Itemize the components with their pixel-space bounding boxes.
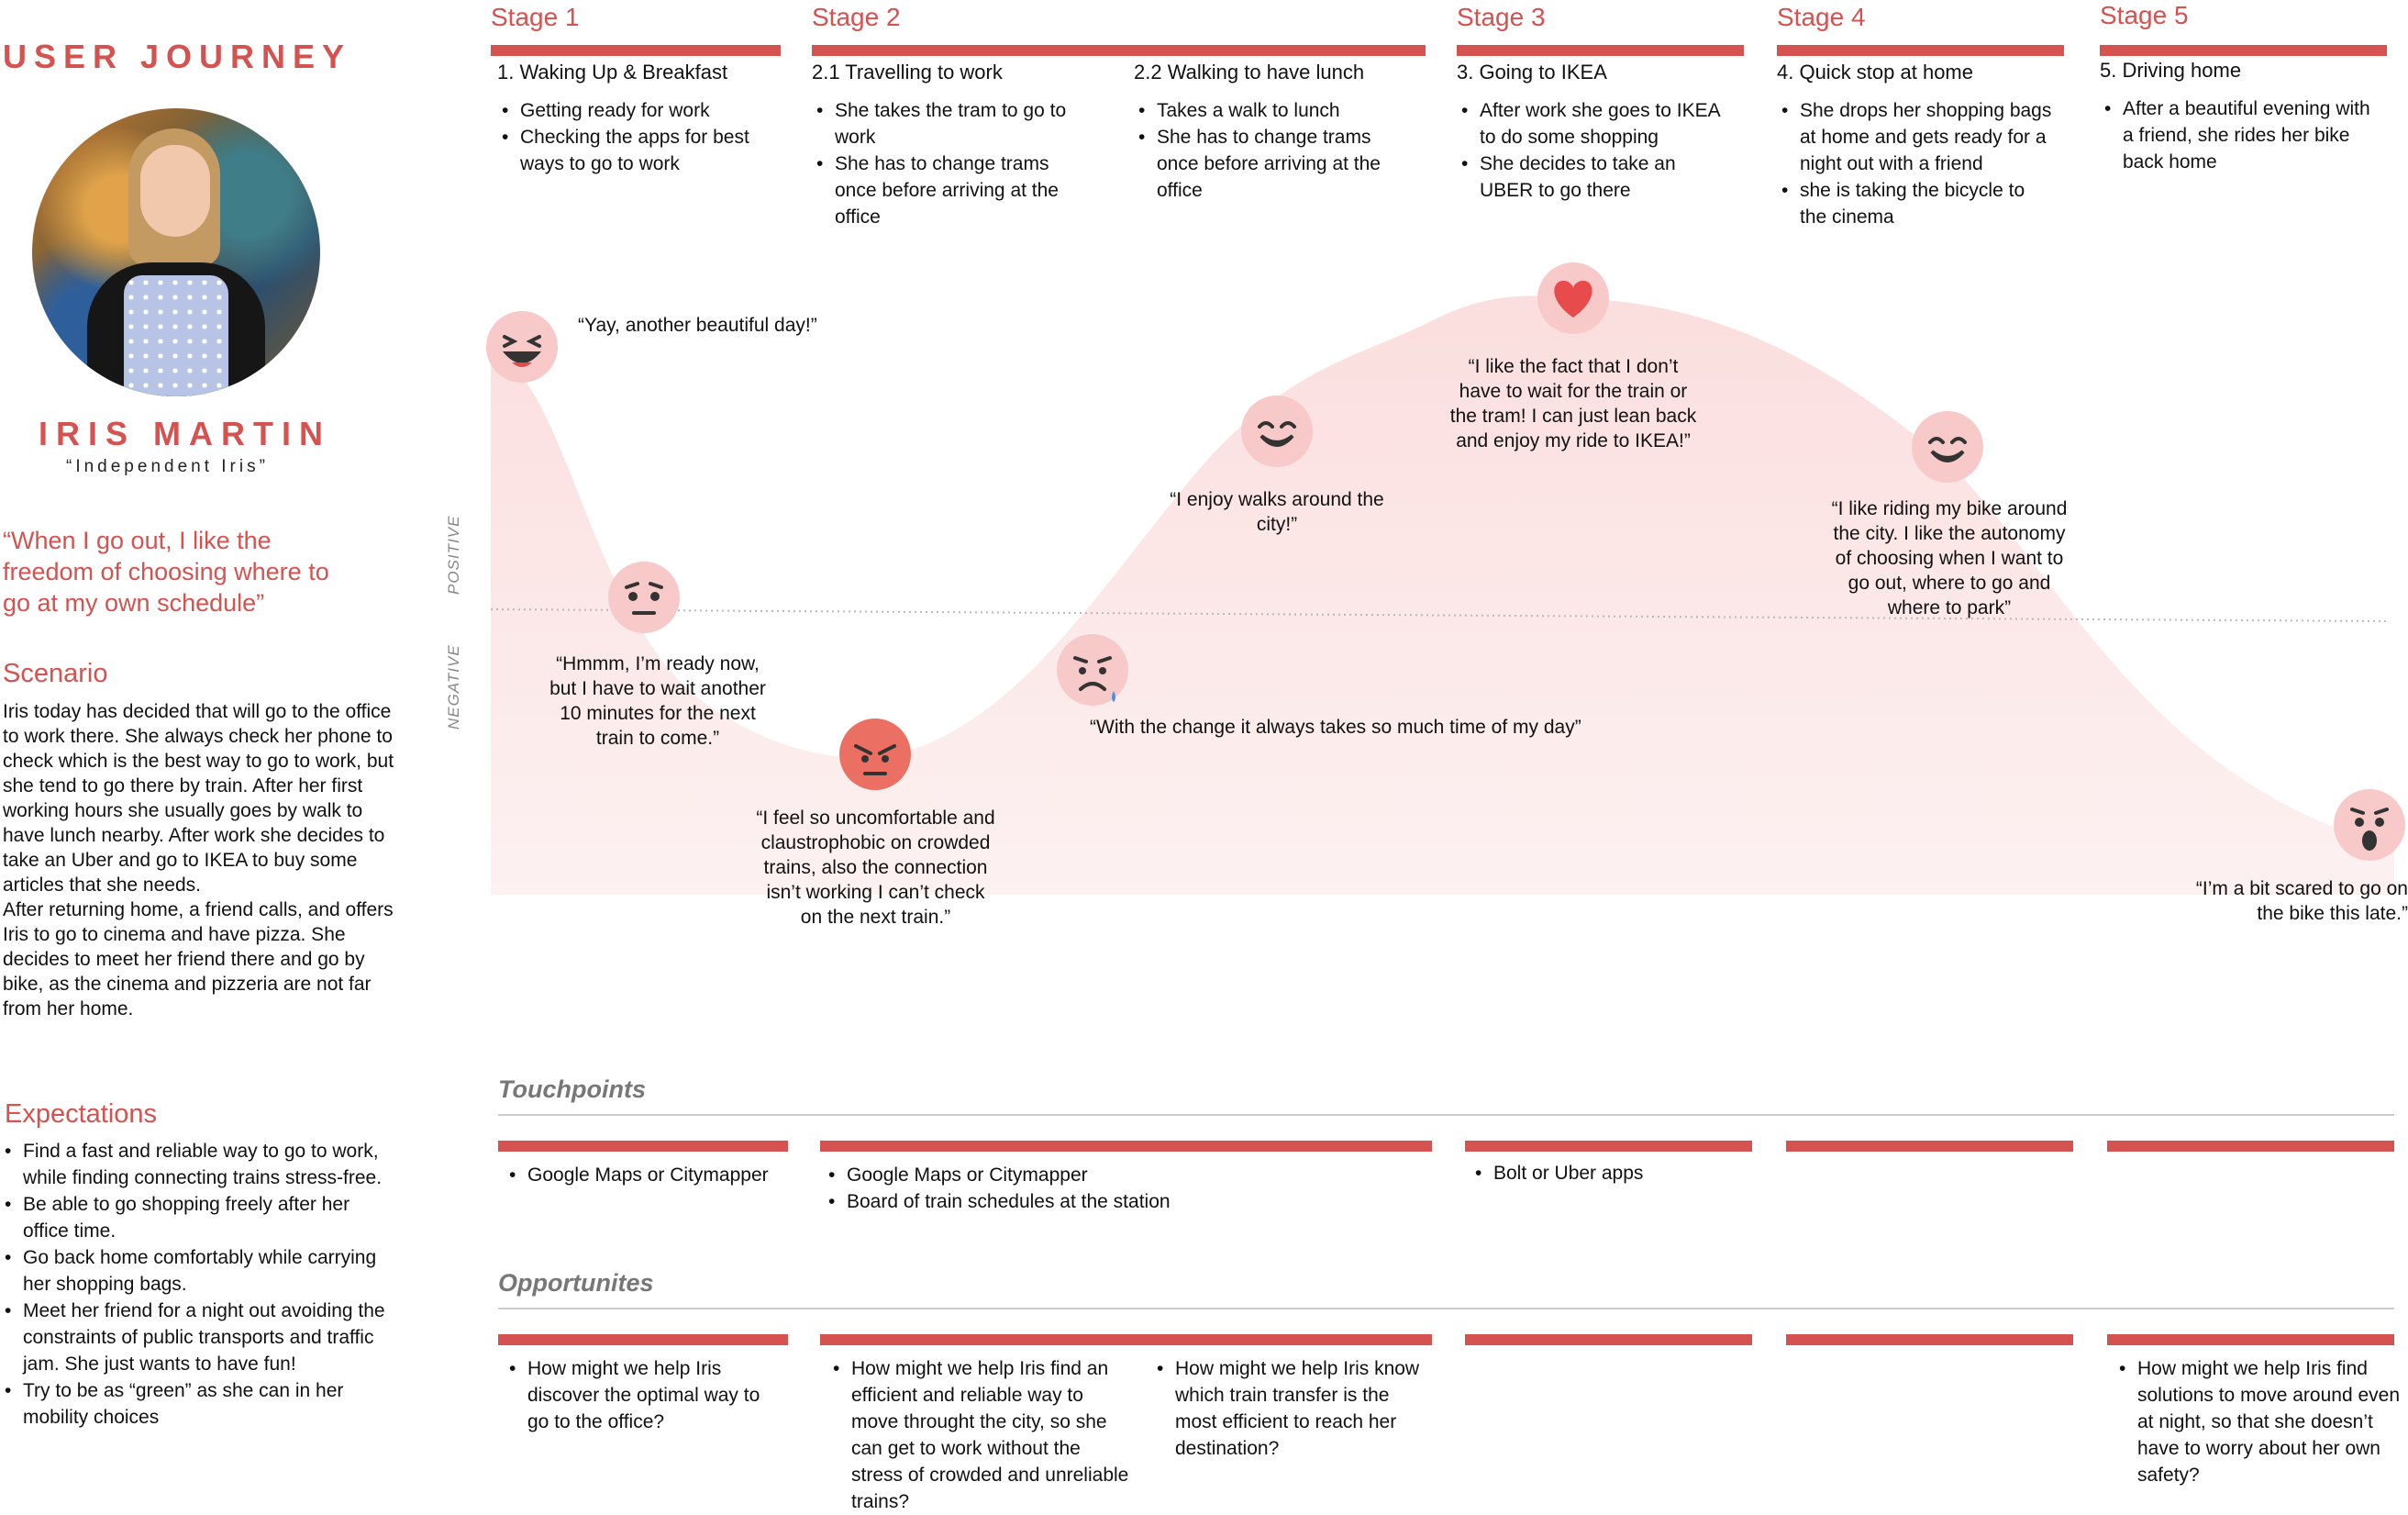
opportunity-bar <box>1786 1334 2073 1345</box>
list-item: Be able to go shopping freely after her … <box>5 1191 399 1244</box>
list-item: Getting ready for work <box>497 97 772 124</box>
emotion-caption: “I’m a bit scared to go on the bike this… <box>2195 878 2408 924</box>
expectations-heading: Expectations <box>5 1099 158 1129</box>
emotion-caption: “I like the fact that I don’t have to wa… <box>1449 356 1697 451</box>
opportunity-bar <box>2107 1334 2394 1345</box>
emotion-caption: “Yay, another beautiful day!” <box>578 315 817 336</box>
persona-name: IRIS MARTIN <box>39 415 331 452</box>
expectations-list: Find a fast and reliable way to go to wo… <box>5 1138 399 1431</box>
opportunity-bar <box>498 1334 788 1345</box>
list-item: After work she goes to IKEA to do some s… <box>1457 97 1732 150</box>
scared-face-icon <box>2334 789 2405 861</box>
touchpoint-bar <box>2107 1141 2394 1152</box>
opportunity-list: How might we help Iris know which train … <box>1152 1355 1427 1462</box>
list-item: She drops her shopping bags at home and … <box>1777 97 2052 177</box>
list-item: Bolt or Uber apps <box>1470 1160 1746 1186</box>
emotion-caption: “Hmmm, I’m ready now, but I have to wait… <box>549 653 766 749</box>
stage-1-label: Stage 1 <box>491 3 580 31</box>
step-2-2: 2.2 Walking to have lunch Takes a walk t… <box>1134 61 1409 204</box>
list-item: After a beautiful evening with a friend,… <box>2100 95 2375 175</box>
laughing-face-icon <box>486 311 558 383</box>
stage-5-label: Stage 5 <box>2100 1 2189 29</box>
persona-nickname: “Independent Iris” <box>66 457 269 476</box>
step-title: 4. Quick stop at home <box>1777 61 1973 84</box>
axis-positive-label: POSITIVE <box>445 515 462 595</box>
list-item: Meet her friend for a night out avoiding… <box>5 1298 399 1377</box>
step-title: 2.1 Travelling to work <box>812 61 1003 84</box>
stage-4-label: Stage 4 <box>1777 3 1866 31</box>
list-item: Find a fast and reliable way to go to wo… <box>5 1138 399 1191</box>
list-item: Go back home comfortably while carrying … <box>5 1244 399 1298</box>
list-item: Google Maps or Citymapper <box>505 1162 780 1188</box>
step-5: 5. Driving home After a beautiful evenin… <box>2100 59 2375 175</box>
opportunity-bar <box>1465 1334 1752 1345</box>
persona-quote: “When I go out, I like the freedom of ch… <box>3 527 329 617</box>
touchpoint-bar <box>820 1141 1432 1152</box>
emotion-caption: “I like riding my bike around the city. … <box>1831 498 2068 618</box>
stage-2-bar <box>812 45 1426 56</box>
axis-negative-label: NEGATIVE <box>445 644 462 730</box>
stage-2-label: Stage 2 <box>812 3 901 31</box>
list-item: She has to change trams once before arri… <box>812 150 1087 230</box>
heart-icon <box>1537 262 1609 334</box>
stage-4-bar <box>1777 45 2064 56</box>
touchpoint-bar <box>1786 1141 2073 1152</box>
touchpoint-list: Google Maps or Citymapper Board of train… <box>824 1162 1420 1215</box>
touchpoint-bar <box>1465 1141 1752 1152</box>
touchpoint-list: Google Maps or Citymapper <box>505 1162 780 1188</box>
list-item: How might we help Iris discover the opti… <box>505 1355 780 1435</box>
emotion-caption: “With the change it always takes so much… <box>1090 717 1581 738</box>
touchpoint-list: Bolt or Uber apps <box>1470 1160 1746 1186</box>
stage-3-label: Stage 3 <box>1457 3 1546 31</box>
stage-1-bar <box>491 45 781 56</box>
page-title: USER JOURNEY <box>3 38 352 75</box>
emotion-caption: “I feel so uncomfortable and claustropho… <box>756 808 995 928</box>
divider <box>498 1308 2394 1309</box>
opportunity-list: How might we help Iris discover the opti… <box>505 1355 780 1435</box>
scenario-text: Iris today has decided that will go to t… <box>3 701 394 1019</box>
avatar <box>32 108 320 396</box>
list-item: Takes a walk to lunch <box>1134 97 1409 124</box>
step-title: 3. Going to IKEA <box>1457 61 1607 84</box>
opportunity-list: How might we help Iris find solutions to… <box>2114 1355 2403 1488</box>
step-title: 1. Waking Up & Breakfast <box>497 61 728 84</box>
happy-face-icon <box>1241 395 1313 467</box>
list-item: She decides to take an UBER to go there <box>1457 150 1732 204</box>
opportunity-list: How might we help Iris find an efficient… <box>828 1355 1131 1515</box>
step-3: 3. Going to IKEA After work she goes to … <box>1457 61 1732 204</box>
list-item: Google Maps or Citymapper <box>824 1162 1420 1188</box>
divider <box>498 1114 2394 1116</box>
scenario-heading: Scenario <box>3 659 108 688</box>
step-title: 5. Driving home <box>2100 59 2242 82</box>
neutral-face-icon <box>608 562 680 633</box>
sad-face-icon <box>1057 634 1128 706</box>
touchpoints-heading: Touchpoints <box>498 1075 646 1103</box>
list-item: How might we help Iris find solutions to… <box>2114 1355 2403 1488</box>
list-item: She has to change trams once before arri… <box>1134 124 1409 204</box>
list-item: How might we help Iris know which train … <box>1152 1355 1427 1462</box>
happy-face-icon <box>1912 411 1983 483</box>
step-title: 2.2 Walking to have lunch <box>1134 61 1365 84</box>
list-item: She takes the tram to go to work <box>812 97 1087 150</box>
list-item: Try to be as “green” as she can in her m… <box>5 1377 399 1431</box>
list-item: Checking the apps for best ways to go to… <box>497 124 772 177</box>
list-item: she is taking the bicycle to the cinema <box>1777 177 2052 230</box>
step-4: 4. Quick stop at home She drops her shop… <box>1777 61 2052 230</box>
stage-3-bar <box>1457 45 1744 56</box>
step-2-1: 2.1 Travelling to work She takes the tra… <box>812 61 1087 230</box>
stage-5-bar <box>2100 45 2387 56</box>
angry-face-icon <box>839 719 911 790</box>
step-1: 1. Waking Up & Breakfast Getting ready f… <box>497 61 772 177</box>
opportunities-heading: Opportunites <box>498 1269 654 1297</box>
list-item: How might we help Iris find an efficient… <box>828 1355 1131 1515</box>
touchpoint-bar <box>498 1141 788 1152</box>
list-item: Board of train schedules at the station <box>824 1188 1420 1215</box>
opportunity-bar <box>820 1334 1432 1345</box>
emotion-caption: “I enjoy walks around the city!” <box>1170 489 1384 535</box>
